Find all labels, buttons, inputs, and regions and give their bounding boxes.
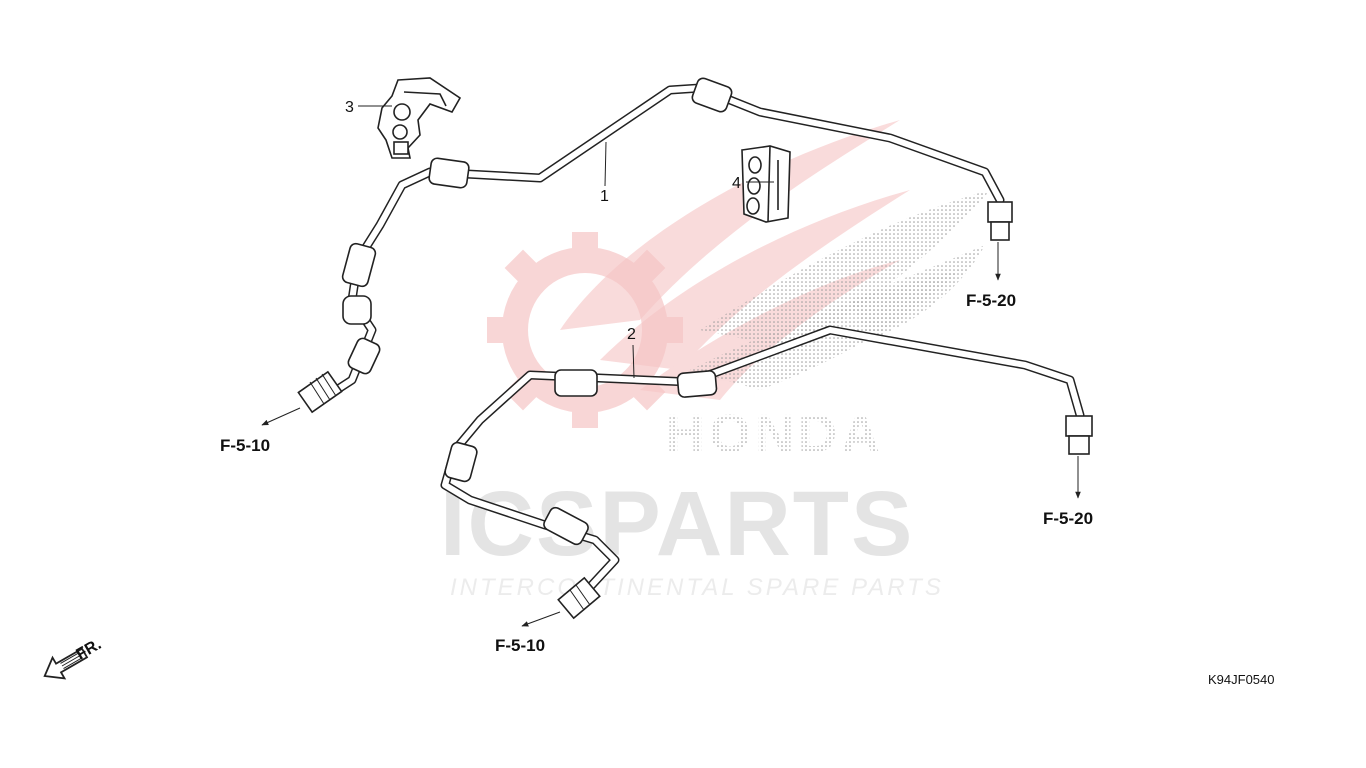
watermark-honda-text: HONDA [666,404,884,464]
brake-pipe-1[interactable] [297,77,1013,414]
pipe-2-lower-fitting [557,576,601,620]
reference-labels: F-5-10 F-5-20 F-5-10 F-5-20 [220,291,1093,655]
watermark-brand-text: ICSPARTS [440,473,914,575]
ref-f520-upper[interactable]: F-5-20 [966,291,1016,310]
pipe-clamp-3[interactable] [377,77,462,159]
part-callouts: 1 2 3 4 [345,99,774,379]
callout-4: 4 [732,175,741,192]
diagram-code: K94JF0540 [1208,672,1275,687]
watermark-tagline-text: INTERCONTINENTAL SPARE PARTS [450,574,944,601]
front-direction-marker: FR. [43,636,104,680]
grommet-4[interactable] [741,145,791,223]
ref-f520-lower[interactable]: F-5-20 [1043,509,1093,528]
callout-1: 1 [600,188,609,205]
brake-pipe-2[interactable] [440,325,1093,620]
ref-f510-lower[interactable]: F-5-10 [495,636,545,655]
callout-2: 2 [627,326,636,343]
ref-f510-left[interactable]: F-5-10 [220,436,270,455]
pipe-2-upper-fitting [1065,415,1093,455]
pipe-1-lower-fitting [297,370,343,414]
reference-arrows [261,242,1081,627]
front-arrow-icon [43,647,89,680]
watermark: HONDA ICSPARTS INTERCONTINENTAL SPARE PA… [440,120,990,601]
callout-3: 3 [345,99,354,116]
pipe-1-upper-fitting [987,201,1013,241]
